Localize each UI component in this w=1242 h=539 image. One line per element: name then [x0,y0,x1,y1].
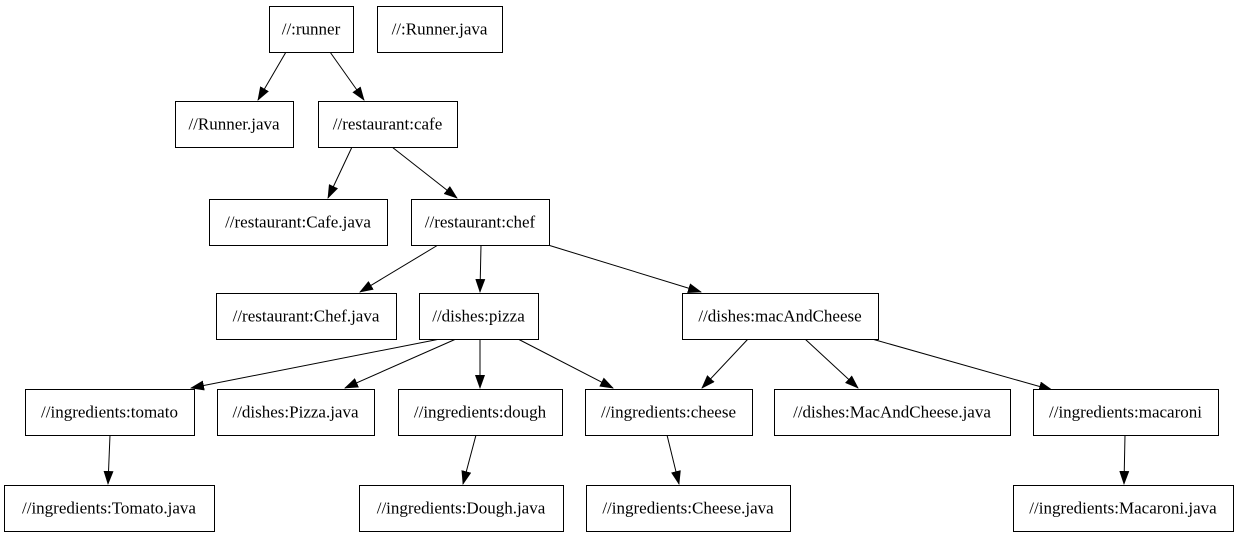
graph-node-box [377,6,503,53]
graph-node-label: //dishes:macAndCheese [698,307,861,326]
graph-node-chef: //restaurant:chef [411,199,550,246]
graph-node-box [398,389,563,436]
graph-node-box [586,485,791,532]
graph-node-box [318,101,458,148]
graph-node-tomato: //ingredients:tomato [25,389,195,436]
graph-node-label: //restaurant:chef [425,213,536,232]
graph-edge-dough-to-dough_java [461,434,477,485]
graph-node-root_runner_java: //:Runner.java [377,6,503,53]
graph-node-box [175,101,294,148]
graph-node-label: //dishes:MacAndCheese.java [793,403,991,422]
graph-node-label: //:runner [282,20,341,39]
graph-node-box [585,389,753,436]
graph-node-cheese_java: //ingredients:Cheese.java [586,485,791,532]
graph-node-chef_java: //restaurant:Chef.java [216,293,397,340]
graph-edge-pizza-to-cheese [517,338,614,389]
graph-node-box [359,485,564,532]
edges-layer [103,51,1130,485]
graph-node-runner_java: //Runner.java [175,101,294,148]
graph-node-label: //ingredients:tomato [41,403,178,422]
graph-node-label: //restaurant:Chef.java [233,307,380,326]
nodes-layer: //:runner //:Runner.java //Runner.java //re… [4,6,1234,532]
graph-node-box [682,293,879,340]
graph-node-box [774,389,1011,436]
graph-node-box [1013,485,1234,532]
graph-node-dough_java: //ingredients:Dough.java [359,485,564,532]
graph-node-box [209,199,388,246]
graph-node-label: //restaurant:Cafe.java [225,213,371,232]
graph-node-pizza: //dishes:pizza [419,293,539,340]
graph-node-pizza_java: //dishes:Pizza.java [217,389,375,436]
graph-node-label: //restaurant:cafe [333,115,443,134]
graph-node-mac_and_cheese: //dishes:macAndCheese [682,293,879,340]
graph-edge-mac_and_cheese-to-cheese [701,338,749,389]
graph-node-label: //ingredients:Macaroni.java [1029,499,1217,518]
graph-edge-tomato-to-tomato_java [103,434,114,485]
graph-node-macaroni: //ingredients:macaroni [1033,389,1219,436]
graph-edge-mac_and_cheese-to-mac_and_cheese_java [804,338,859,389]
graph-node-dough: //ingredients:dough [398,389,563,436]
graph-edge-chef-to-chef_java [359,244,439,293]
graph-node-label: //dishes:pizza [432,307,525,326]
graph-node-box [1033,389,1219,436]
graph-edge-cafe-to-chef [391,146,458,199]
graph-node-tomato_java: //ingredients:Tomato.java [4,485,215,532]
graph-edge-pizza-to-tomato [190,338,441,391]
graph-node-cafe_java: //restaurant:Cafe.java [209,199,388,246]
graph-node-box [217,389,375,436]
graph-node-label: //ingredients:cheese [601,403,736,422]
graph-node-mac_and_cheese_java: //dishes:MacAndCheese.java [774,389,1011,436]
graph-edge-chef-to-mac_and_cheese [547,244,702,293]
graph-node-cafe: //restaurant:cafe [318,101,458,148]
graph-edge-mac_and_cheese-to-macaroni [871,338,1053,392]
graph-node-box [4,485,215,532]
graph-node-cheese: //ingredients:cheese [585,389,753,436]
graph-edge-pizza-to-pizza_java [344,338,457,389]
graph-node-box [216,293,397,340]
graph-node-label: //ingredients:Dough.java [377,499,546,518]
graph-edge-runner-to-cafe [329,51,365,101]
graph-edge-cafe-to-cafe_java [327,146,353,199]
graph-node-box [419,293,539,340]
graph-node-label: //ingredients:macaroni [1049,403,1202,422]
graph-node-label: //:Runner.java [392,20,488,39]
graph-node-label: //dishes:Pizza.java [232,403,359,422]
graph-edge-runner-to-runner_java [257,51,287,101]
graph-node-box [25,389,195,436]
graph-edge-chef-to-pizza [475,244,486,293]
graph-edge-macaroni-to-macaroni_java [1119,434,1130,485]
graph-node-label: //ingredients:Tomato.java [22,499,196,518]
graph-node-label: //ingredients:Cheese.java [602,499,774,518]
graph-node-label: //ingredients:dough [414,403,547,422]
graph-node-runner: //:runner [269,6,354,53]
graph-node-label: //Runner.java [188,115,280,134]
graph-node-box [411,199,550,246]
graph-edge-cheese-to-cheese_java [666,434,681,485]
graph-node-box [269,6,354,53]
graph-node-macaroni_java: //ingredients:Macaroni.java [1013,485,1234,532]
